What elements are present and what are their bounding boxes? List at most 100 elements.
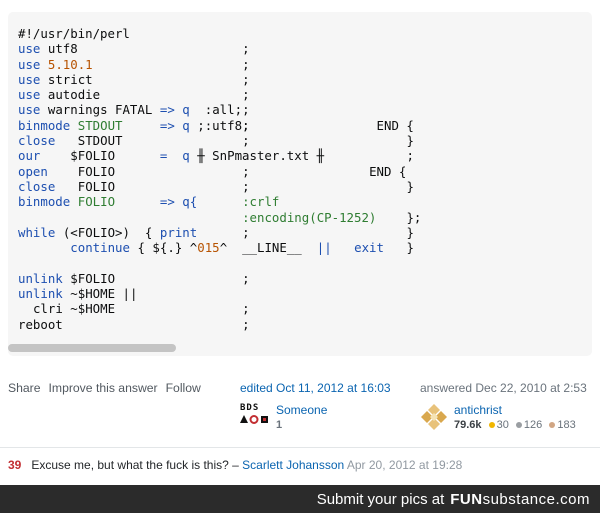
code-token: utf8: [47, 41, 78, 57]
code-token: ||: [316, 240, 332, 256]
comment-username[interactable]: Scarlett Johansson: [242, 458, 345, 472]
answered-timestamp: answered Dec 22, 2010 at 2:53: [420, 381, 587, 395]
code-token: :all;: [204, 102, 243, 118]
footer-text: Submit your pics at: [316, 490, 445, 508]
code-token: ;: [242, 270, 250, 286]
post-menu: Share Improve this answer Follow: [8, 381, 201, 395]
editor-avatar[interactable]: BDS: [240, 403, 270, 429]
code-token: $FOLIO: [70, 148, 116, 164]
author-username[interactable]: antichrist: [454, 403, 503, 417]
code-token: use: [18, 102, 41, 118]
code-token: autodie: [47, 87, 101, 103]
code-token: { ${.} ^: [137, 240, 198, 256]
code-token: continue: [70, 240, 130, 256]
code-token: ╫ SnPmaster.txt ╫: [197, 148, 325, 164]
code-token: ;: [242, 102, 250, 118]
brand-bold: FUN: [450, 490, 483, 508]
horizontal-scrollbar[interactable]: [8, 344, 176, 352]
code-token: warnings FATAL: [47, 102, 153, 118]
code-token: ^: [219, 240, 228, 256]
code-token: ~$HOME ||: [70, 286, 138, 302]
brand-rest: substance: [482, 490, 556, 508]
code-token: binmode: [18, 117, 71, 133]
comment-score: 39: [8, 458, 22, 472]
code-token: $FOLIO: [70, 270, 116, 286]
code-token: STDOUT: [77, 133, 123, 149]
gold-badge-count: 30: [496, 419, 509, 431]
code-token: strict: [47, 71, 93, 87]
watermark-footer: Submit your pics at FUNsubstance.com: [0, 485, 600, 513]
comment: 39 Excuse me, but what the fuck is this?…: [8, 458, 462, 472]
follow-link[interactable]: Follow: [165, 381, 201, 395]
code-token: FOLIO: [77, 163, 116, 179]
code-token: ;:utf8;: [197, 117, 250, 133]
author-avatar[interactable]: [420, 403, 448, 431]
code-token: }: [406, 240, 414, 256]
brand-tld: .com: [555, 490, 590, 508]
editor-reputation: 1: [276, 419, 283, 431]
code-token: exit: [354, 240, 384, 256]
code-token: our: [18, 148, 41, 164]
code-token: while: [18, 224, 56, 240]
code-token: #!/usr/bin/perl: [18, 26, 130, 41]
bronze-badge-icon: [549, 422, 556, 429]
code-token: ;: [242, 56, 250, 72]
silver-badge-count: 126: [523, 419, 543, 431]
code-token: ;: [242, 301, 250, 317]
author-user-card: antichrist 79.6k 30 126 183: [420, 403, 595, 431]
editor-avatar-text: BDS: [240, 403, 260, 413]
comment-body: Excuse me, but what the fuck is this? – …: [31, 458, 462, 472]
comment-divider: [0, 447, 600, 448]
footer-brand: FUNsubstance.com: [450, 491, 590, 508]
code-token: close: [18, 133, 56, 149]
comment-date[interactable]: Apr 20, 2012 at 19:28: [346, 458, 463, 472]
code-token: ;: [242, 163, 250, 179]
editor-user-card: BDS Someone 1: [240, 403, 410, 431]
edited-timestamp-link[interactable]: edited Oct 11, 2012 at 16:03: [240, 381, 391, 395]
improve-answer-link[interactable]: Improve this answer: [48, 381, 158, 395]
shapes-icon: [240, 415, 268, 424]
code-token: ;: [242, 316, 250, 332]
code-token: open: [18, 163, 48, 179]
share-link[interactable]: Share: [8, 381, 41, 395]
answer-signature: answered Dec 22, 2010 at 2:53 antichrist…: [420, 381, 595, 431]
code-token: ;: [406, 148, 414, 164]
comment-text: Excuse me, but what the fuck is this? –: [31, 458, 239, 472]
edit-signature: edited Oct 11, 2012 at 16:03 BDS Someone…: [240, 381, 410, 431]
code-token: }: [406, 178, 414, 194]
code-token: ~$HOME: [70, 301, 116, 317]
author-reputation: 79.6k: [454, 419, 482, 431]
identicon-icon: [420, 403, 448, 431]
code-token: FOLIO: [77, 178, 116, 194]
silver-badges: 126: [515, 419, 543, 431]
code-token: binmode: [18, 194, 71, 210]
code-token: ;: [242, 87, 250, 103]
code-token: 015: [197, 240, 220, 256]
code-token: use: [18, 56, 41, 72]
code-token: => q: [159, 102, 190, 118]
code-token: FOLIO: [77, 194, 116, 210]
bronze-badge-count: 183: [557, 419, 576, 431]
code-token: = q: [159, 148, 190, 164]
editor-username[interactable]: Someone: [276, 403, 328, 417]
silver-badge-icon: [515, 422, 522, 429]
gold-badges: 30: [488, 419, 509, 431]
author-reputation-badges: 79.6k 30 126 183: [454, 419, 576, 431]
code-token: STDOUT: [77, 117, 123, 133]
bronze-badges: 183: [549, 419, 576, 431]
editor-details: Someone 1: [276, 403, 327, 431]
code-token: }: [406, 133, 414, 149]
code-token: ;: [242, 133, 250, 149]
avatar-glyph-icons: [240, 415, 270, 424]
code-token: };: [406, 209, 422, 225]
code-token: => q: [159, 117, 190, 133]
code-token: print: [159, 224, 198, 240]
code-token: ;: [242, 117, 250, 133]
code-token: ;: [242, 71, 250, 87]
gold-badge-icon: [488, 422, 495, 429]
code-token: END {: [369, 163, 407, 179]
code-token: use: [18, 71, 41, 87]
code-token: unlink: [18, 286, 63, 302]
code-token: ;: [242, 224, 250, 240]
code-token: :encoding(CP-1252): [242, 209, 377, 225]
